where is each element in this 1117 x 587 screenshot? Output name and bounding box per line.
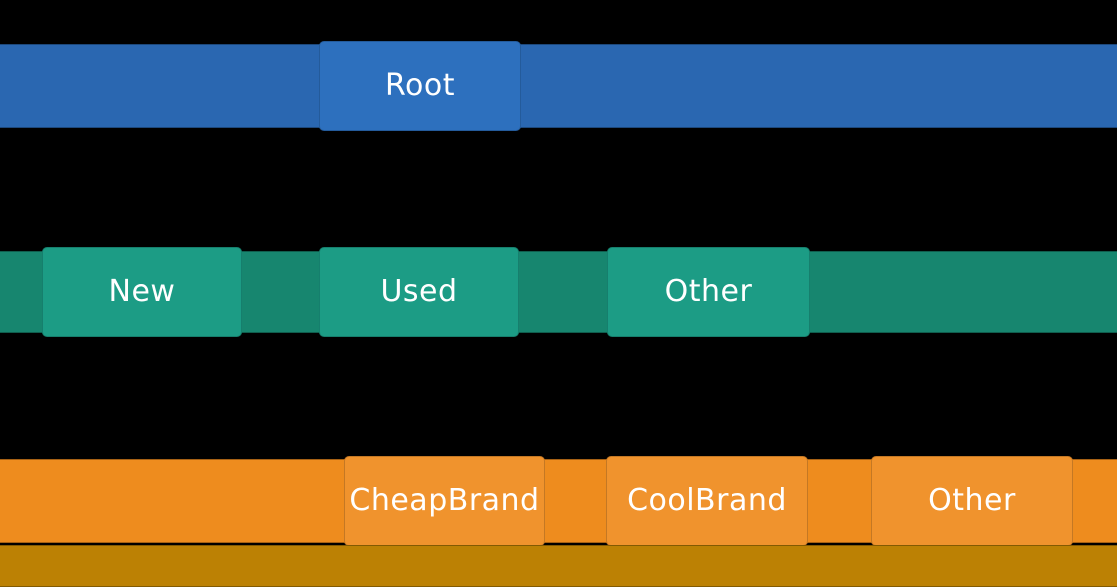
tile-label-coolbrand: CoolBrand [627, 483, 787, 518]
tile-label-used: Used [380, 274, 458, 309]
tile-level2-used: Used [319, 247, 519, 337]
bar-level1 [0, 44, 1117, 128]
tile-level3-coolbrand: CoolBrand [606, 456, 808, 546]
tile-label-root: Root [385, 68, 455, 103]
tile-label-other: Other [664, 274, 753, 309]
tile-level2-new: New [42, 247, 242, 337]
tile-label-new: New [108, 274, 176, 309]
bar-level4 [0, 545, 1117, 587]
tile-label-other: Other [928, 483, 1016, 518]
tile-level2-other: Other [607, 247, 810, 337]
tile-label-cheapbrand: CheapBrand [349, 483, 540, 518]
tile-level1-root: Root [319, 41, 521, 131]
tile-level3-cheapbrand: CheapBrand [344, 456, 545, 546]
tile-level3-other: Other [871, 456, 1073, 546]
